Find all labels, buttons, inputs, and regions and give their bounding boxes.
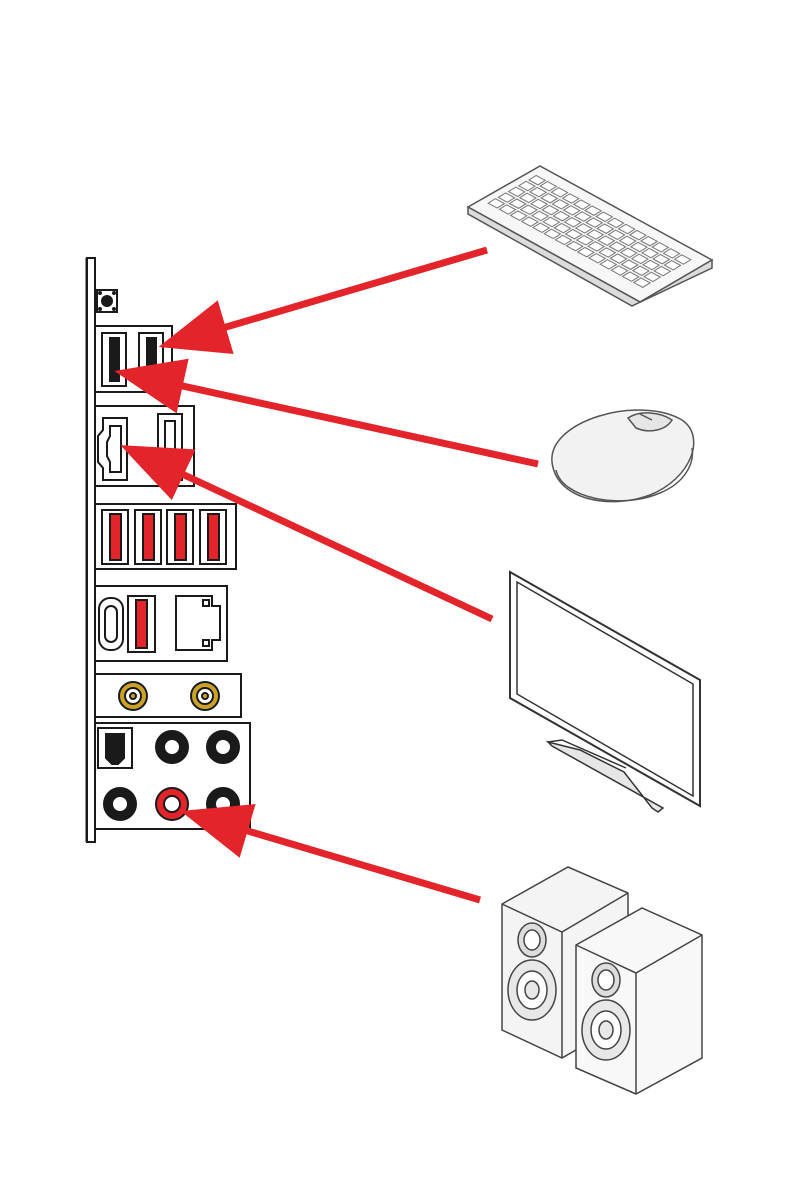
usb-red-port-3[interactable] [167, 510, 193, 564]
arrow-speakers-to-line-out [194, 815, 480, 900]
clear-cmos-button[interactable] [97, 290, 117, 312]
usb-2-port-left[interactable] [102, 333, 126, 386]
wifi-antenna-connectors [95, 674, 241, 717]
mouse-icon [552, 410, 694, 502]
speakers-icon [502, 867, 702, 1094]
hdmi-port[interactable] [98, 418, 127, 480]
usb-c-port[interactable] [99, 598, 123, 650]
usb-c-usb-lan [95, 586, 227, 661]
io-bracket [87, 258, 95, 842]
antenna-connector-2[interactable] [191, 682, 219, 710]
monitor-icon [510, 572, 700, 812]
usb-red-port-4[interactable] [200, 510, 226, 564]
usb-red-port-1[interactable] [102, 510, 128, 564]
keyboard-icon [468, 166, 712, 306]
optical-spdif-port[interactable] [98, 728, 132, 768]
usb-red-port-2[interactable] [135, 510, 161, 564]
antenna-connector-1[interactable] [119, 682, 147, 710]
usb-port-red-single[interactable] [128, 596, 155, 652]
rear-io-panel [87, 258, 250, 842]
usb-red-ports [95, 504, 236, 569]
arrow-keyboard-to-usb [172, 250, 487, 343]
audio-jacks [95, 723, 250, 829]
